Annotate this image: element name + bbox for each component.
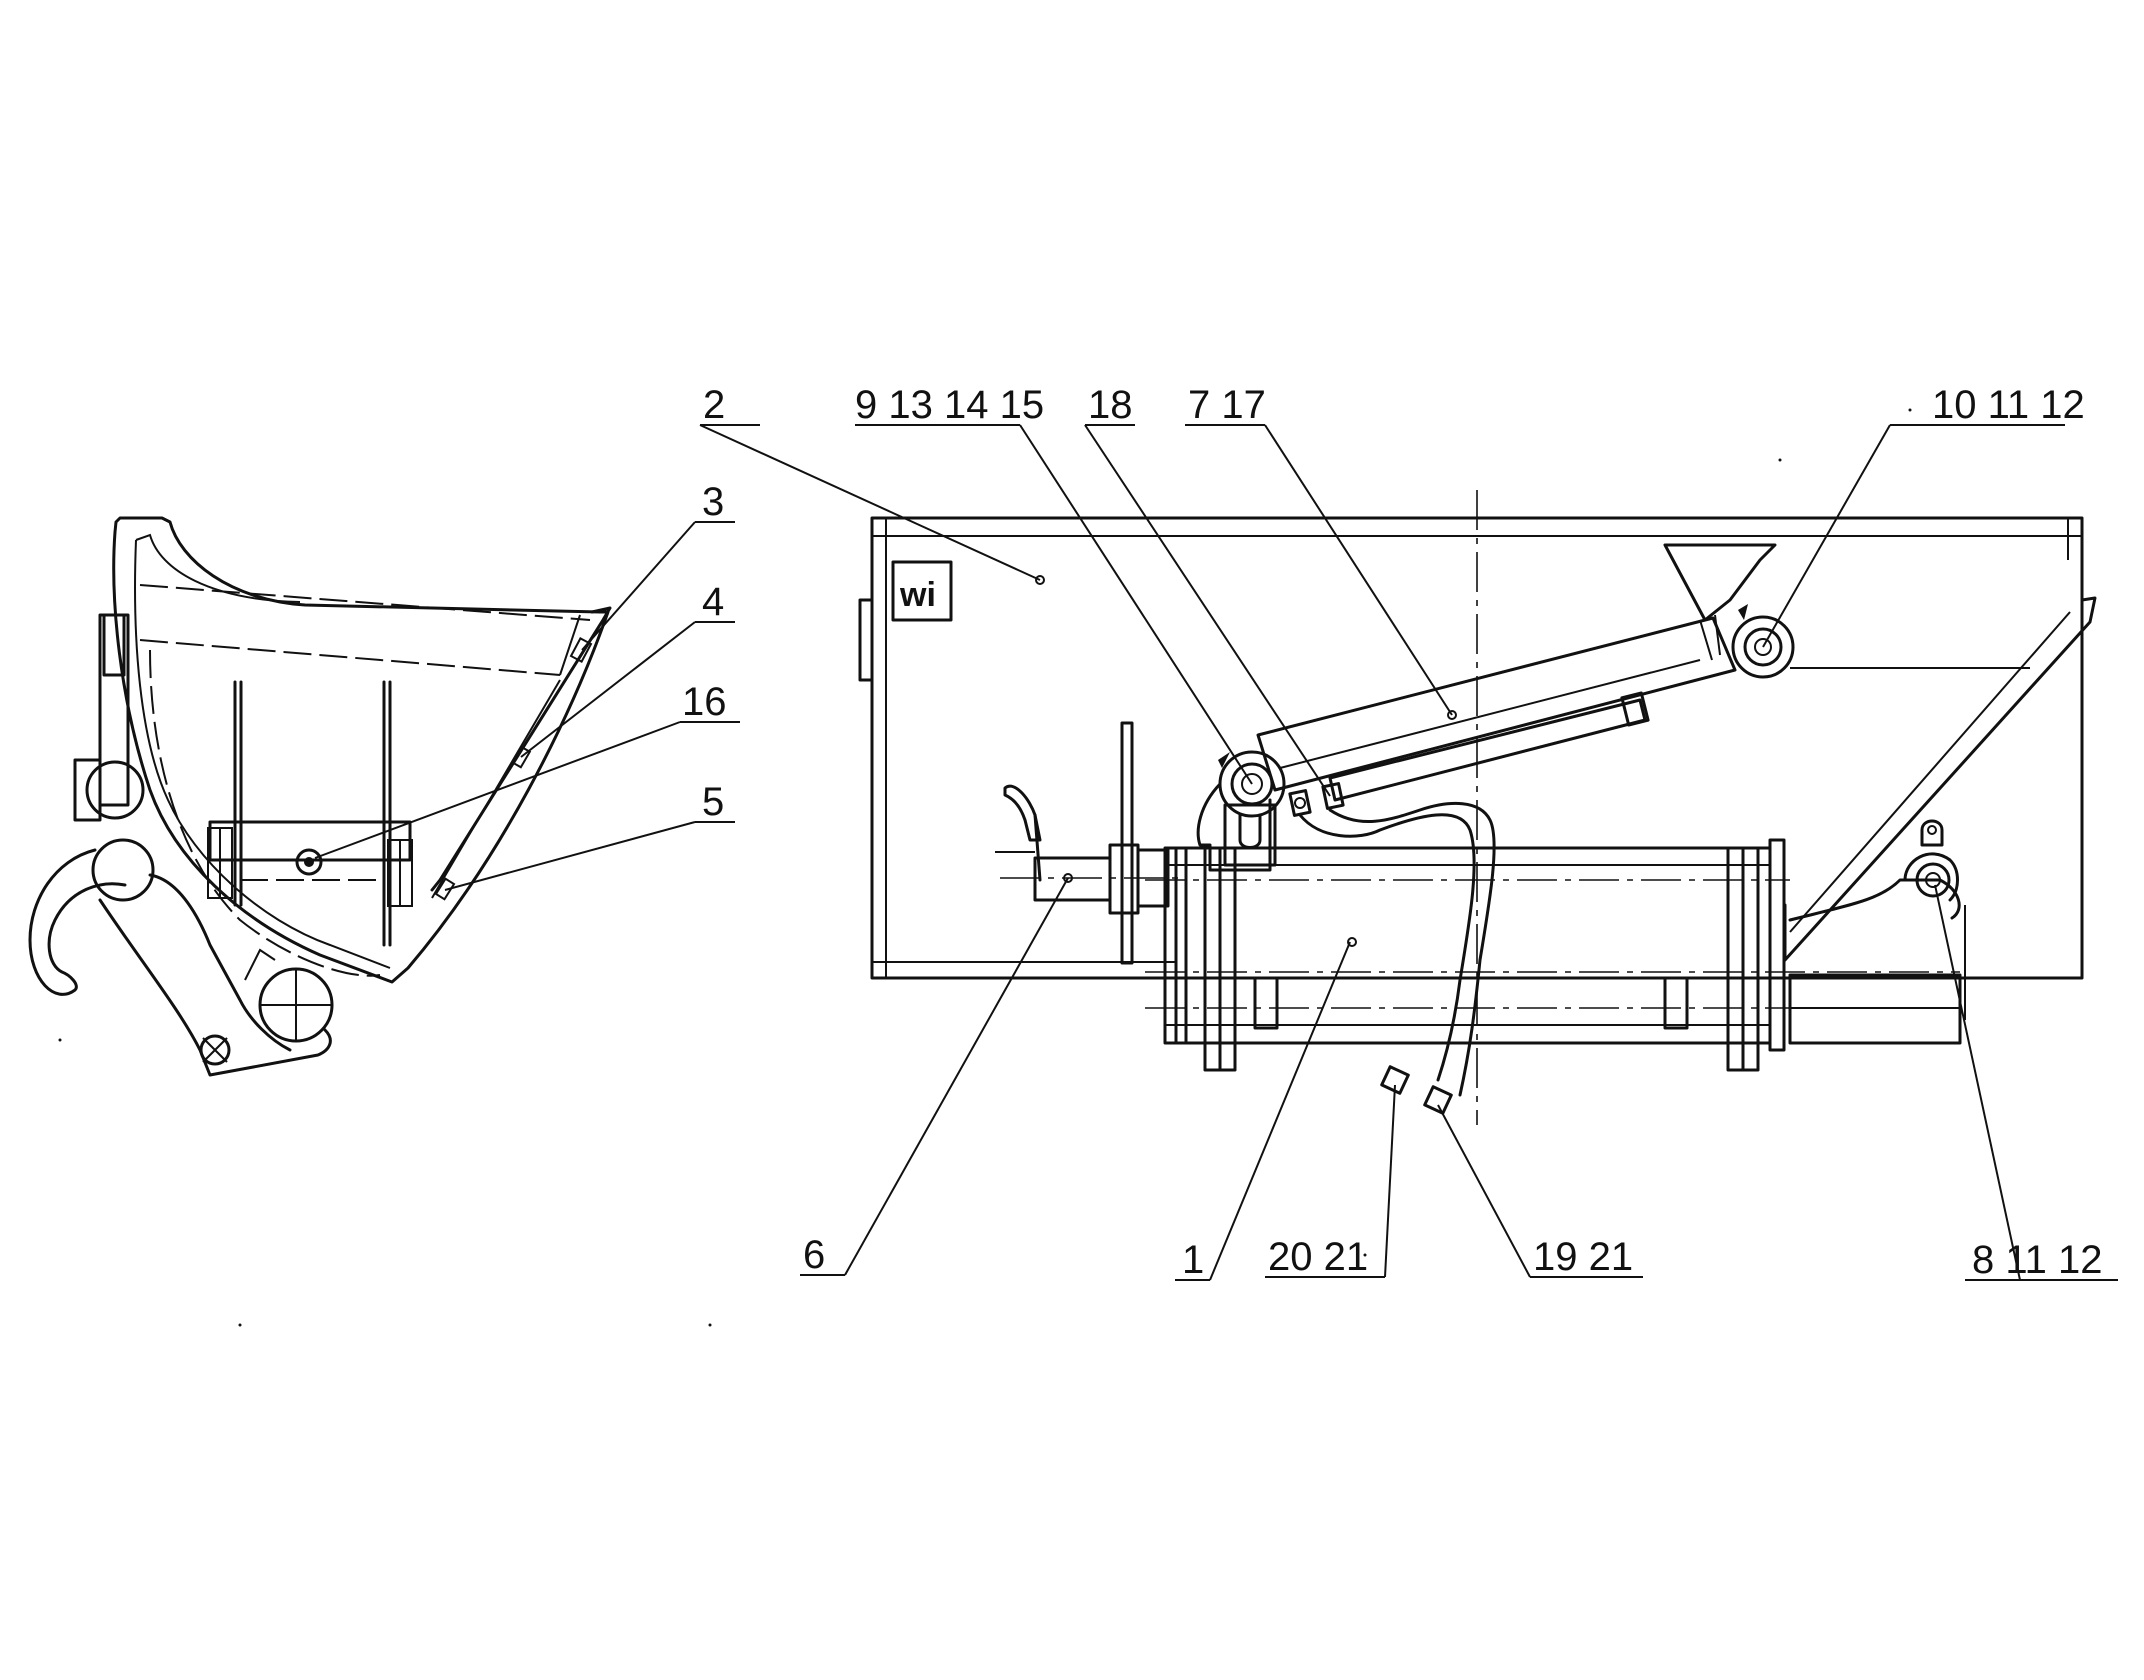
callout-20-label: 20 21 bbox=[1268, 1235, 1368, 1279]
callout-16: 16 bbox=[314, 680, 740, 859]
callout-10-label: 10 11 12 bbox=[1932, 383, 2085, 427]
callout-9-label: 9 13 14 15 bbox=[855, 383, 1044, 427]
brand-logo: wi bbox=[891, 560, 953, 622]
scan-specks bbox=[58, 408, 1912, 1327]
callouts: 2 3 4 16 5 9 13 14 15 bbox=[314, 383, 2118, 1282]
callout-4-label: 4 bbox=[702, 580, 724, 624]
callout-3-label: 3 bbox=[702, 480, 724, 524]
callout-6: 6 bbox=[800, 873, 1073, 1277]
callout-16-label: 16 bbox=[682, 680, 727, 724]
front-view-bucket: wi bbox=[858, 490, 2097, 1125]
callout-5-label: 5 bbox=[702, 780, 724, 824]
callout-19-label: 19 21 bbox=[1533, 1235, 1633, 1279]
callout-10-11-12: 10 11 12 bbox=[1762, 383, 2085, 648]
callout-8-label: 8 11 12 bbox=[1972, 1238, 2103, 1282]
callout-3: 3 bbox=[581, 480, 735, 651]
brand-logo-text: wi bbox=[899, 576, 936, 614]
callout-1: 1 bbox=[1175, 937, 1357, 1282]
callout-7-label: 7 17 bbox=[1188, 383, 1266, 427]
callout-18-label: 18 bbox=[1088, 383, 1133, 427]
callout-6-label: 6 bbox=[803, 1233, 825, 1277]
side-view-bucket bbox=[28, 516, 612, 1077]
callout-2: 2 bbox=[699, 383, 1045, 585]
callout-8-11-12: 8 11 12 bbox=[1934, 884, 2118, 1282]
callout-18: 18 bbox=[1084, 383, 1331, 797]
callout-19-21: 19 21 bbox=[1437, 1104, 1643, 1279]
callout-5: 5 bbox=[444, 780, 735, 891]
callout-7-17: 7 17 bbox=[1185, 383, 1457, 720]
callout-2-label: 2 bbox=[703, 383, 725, 427]
callout-20-21: 20 21 bbox=[1265, 1084, 1396, 1279]
callout-1-label: 1 bbox=[1182, 1238, 1204, 1282]
callout-9-13-14-15: 9 13 14 15 bbox=[855, 383, 1253, 785]
callout-4: 4 bbox=[520, 580, 735, 758]
